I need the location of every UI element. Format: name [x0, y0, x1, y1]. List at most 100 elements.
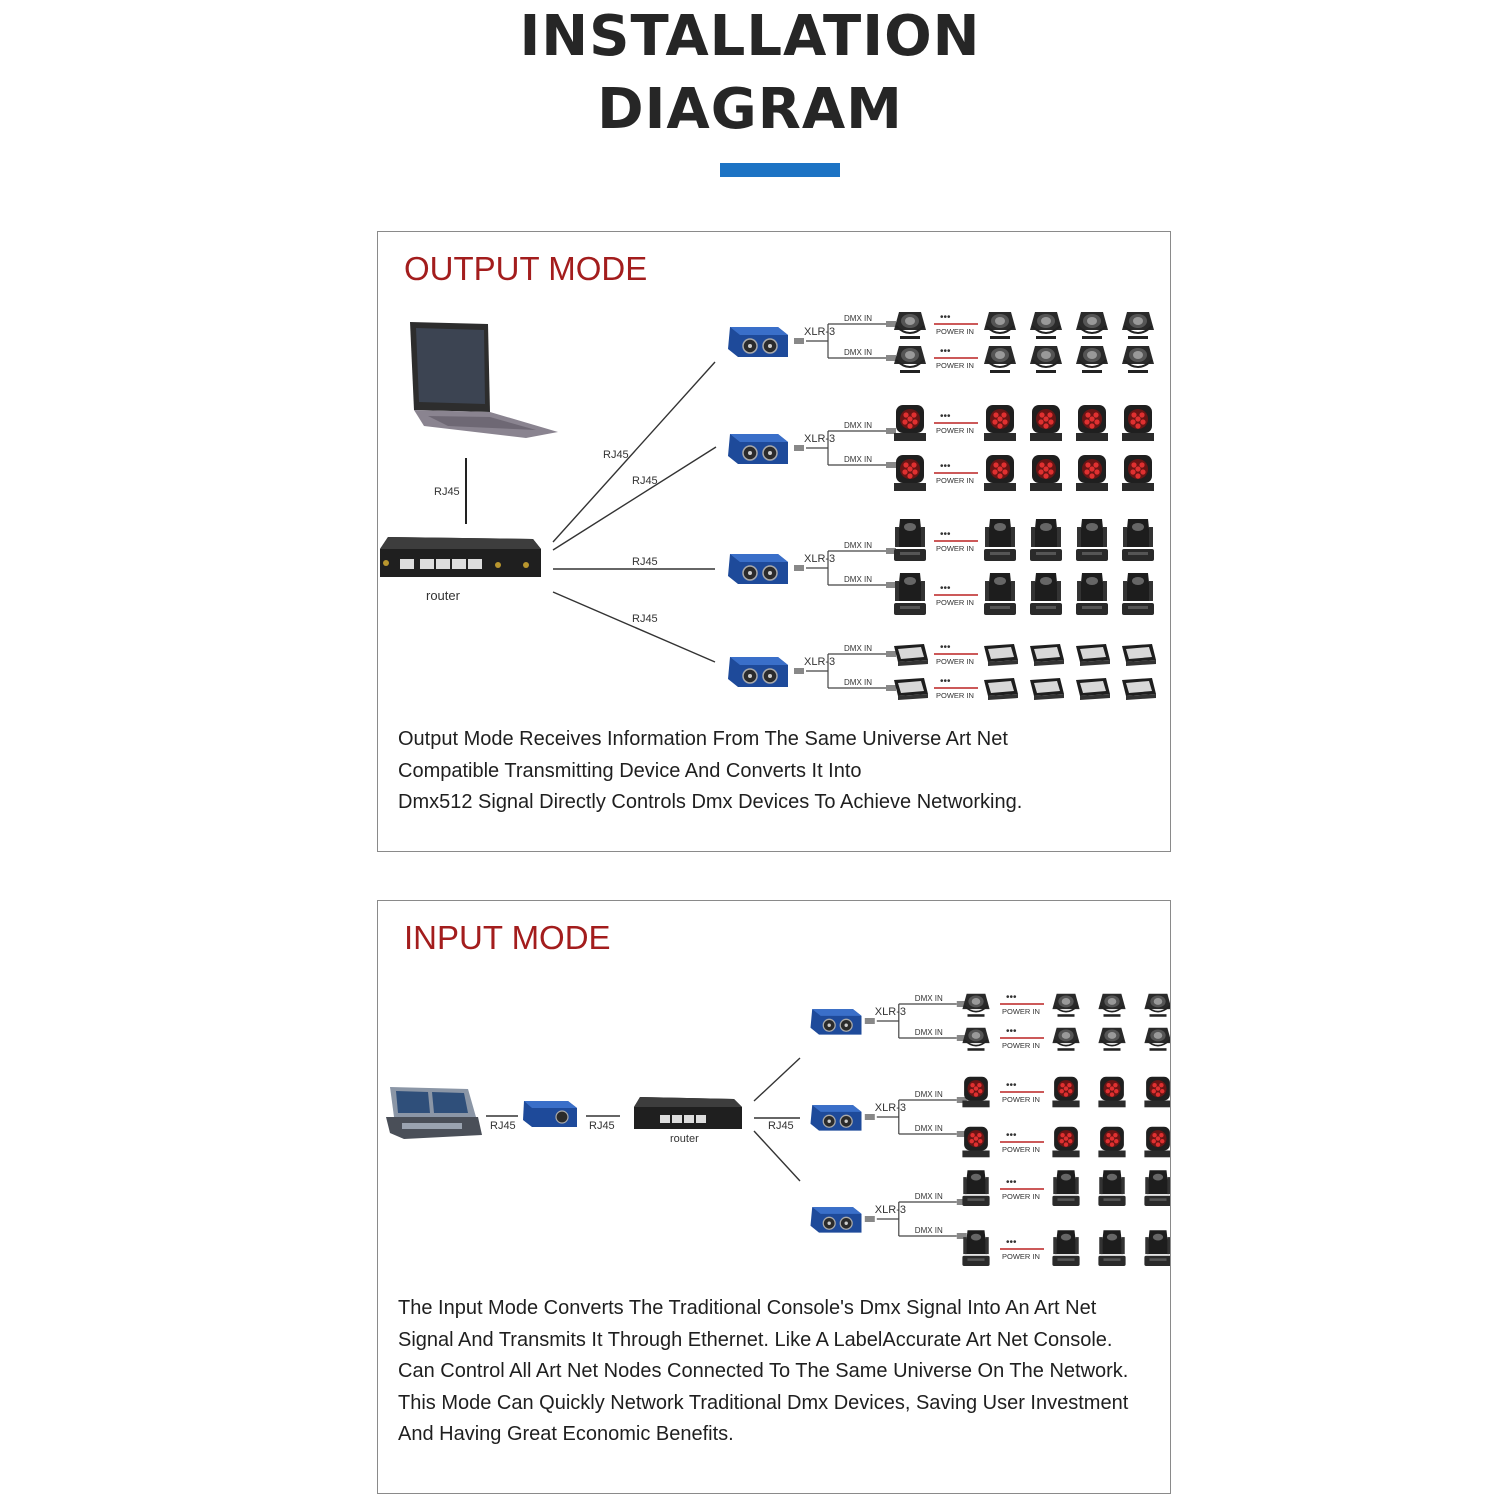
rj45-label: RJ45 [632, 556, 658, 568]
beam-moving-head-icon [1144, 1170, 1170, 1206]
rj45-label: RJ45 [589, 1120, 615, 1132]
beam-moving-head-icon [984, 573, 1016, 615]
dmx-in-label: DMX IN [844, 541, 872, 550]
rj45-label: RJ45 [434, 486, 460, 498]
wash-moving-head-icon [984, 455, 1016, 491]
beam-moving-head-icon [894, 573, 926, 615]
rj45-label: RJ45 [768, 1120, 794, 1132]
xlr-label: XLR-3 [804, 553, 835, 565]
beam-moving-head-icon [984, 519, 1016, 561]
rj45-label: RJ45 [632, 613, 658, 625]
par-light-icon [961, 1026, 991, 1052]
title-line-1: INSTALLATION [519, 4, 981, 69]
wash-moving-head-icon [1052, 1126, 1080, 1158]
power-in-label: POWER IN [936, 327, 974, 336]
wash-moving-head-icon [1030, 455, 1062, 491]
dmx-node-icon [809, 1206, 863, 1234]
dmx-in-label: DMX IN [915, 1226, 943, 1235]
laptop-icon [410, 322, 558, 438]
dmx-in-label: DMX IN [844, 678, 872, 687]
chain-dots: ••• [940, 529, 951, 540]
chain-dots: ••• [940, 346, 951, 357]
strobe-light-icon [1076, 678, 1110, 700]
power-in-label: POWER IN [1002, 1252, 1040, 1261]
wash-moving-head-icon [984, 405, 1016, 441]
par-light-icon [893, 311, 927, 340]
xlr-label: XLR-3 [804, 656, 835, 668]
par-light-icon [961, 992, 991, 1018]
beam-moving-head-icon [1144, 1230, 1170, 1266]
xlr-label: XLR-3 [804, 326, 835, 338]
wash-moving-head-icon [962, 1076, 990, 1108]
strobe-light-icon [1122, 678, 1156, 700]
wash-moving-head-icon [1076, 455, 1108, 491]
par-light-icon [1143, 1026, 1170, 1052]
router-label: router [670, 1133, 699, 1145]
dmx-in-label: DMX IN [915, 1192, 943, 1201]
router-label: router [426, 588, 461, 603]
power-in-label: POWER IN [936, 426, 974, 435]
par-light-icon [1029, 345, 1063, 374]
output-mode-diagram: RJ45 router RJ45 RJ45 RJ45 RJ45 XLR-3DMX… [380, 311, 1156, 700]
par-light-icon [983, 311, 1017, 340]
dmx-in-label: DMX IN [915, 1090, 943, 1099]
beam-moving-head-icon [1122, 573, 1154, 615]
xlr-label: XLR-3 [875, 1006, 906, 1018]
chain-dots: ••• [1006, 1130, 1017, 1141]
par-light-icon [1051, 992, 1081, 1018]
beam-moving-head-icon [1030, 573, 1062, 615]
description-line: And Having Great Economic Benefits. [398, 1423, 734, 1445]
dmx-node-icon [523, 1101, 577, 1127]
dmx-in-label: DMX IN [844, 314, 872, 323]
power-in-label: POWER IN [936, 476, 974, 485]
xlr-label: XLR-3 [875, 1102, 906, 1114]
par-light-icon [1121, 311, 1155, 340]
power-in-label: POWER IN [1002, 1095, 1040, 1104]
output-mode-description: Output Mode Receives Information From Th… [398, 724, 1022, 819]
power-in-label: POWER IN [936, 691, 974, 700]
page-title: INSTALLATION DIAGRAM [0, 0, 1500, 160]
router-icon [634, 1097, 742, 1129]
title-underline [720, 163, 840, 177]
beam-moving-head-icon [1052, 1230, 1080, 1266]
lighting-console-icon [386, 1087, 482, 1139]
par-light-icon [893, 345, 927, 374]
chain-dots: ••• [940, 461, 951, 472]
chain-dots: ••• [940, 676, 951, 687]
rj45-label: RJ45 [632, 475, 658, 487]
power-in-label: POWER IN [936, 598, 974, 607]
par-light-icon [1051, 1026, 1081, 1052]
beam-moving-head-icon [1076, 519, 1108, 561]
beam-moving-head-icon [1052, 1170, 1080, 1206]
strobe-light-icon [1030, 644, 1064, 666]
chain-dots: ••• [940, 583, 951, 594]
input-mode-heading: INPUT MODE [404, 919, 611, 956]
power-in-label: POWER IN [1002, 1007, 1040, 1016]
dmx-in-label: DMX IN [915, 1028, 943, 1037]
wash-moving-head-icon [1076, 405, 1108, 441]
dmx-node-icon [727, 326, 789, 358]
rj45-label: RJ45 [490, 1120, 516, 1132]
beam-moving-head-icon [1030, 519, 1062, 561]
description-line: Can Control All Art Net Nodes Connected … [398, 1360, 1129, 1382]
par-light-icon [1075, 311, 1109, 340]
dmx-in-label: DMX IN [915, 994, 943, 1003]
beam-moving-head-icon [1122, 519, 1154, 561]
wash-moving-head-icon [962, 1126, 990, 1158]
par-light-icon [1097, 1026, 1127, 1052]
description-line: Dmx512 Signal Directly Controls Dmx Devi… [398, 791, 1023, 813]
dmx-in-label: DMX IN [844, 644, 872, 653]
dmx-node-icon [727, 656, 789, 688]
description-line: Compatible Transmitting Device And Conve… [398, 759, 862, 782]
strobe-light-icon [894, 678, 928, 700]
input-mode-description: The Input Mode Converts The Traditional … [398, 1293, 1128, 1451]
wash-moving-head-icon [1144, 1126, 1170, 1158]
wash-moving-head-icon [1098, 1076, 1126, 1108]
chain-dots: ••• [1006, 1237, 1017, 1248]
chain-dots: ••• [1006, 1080, 1017, 1091]
